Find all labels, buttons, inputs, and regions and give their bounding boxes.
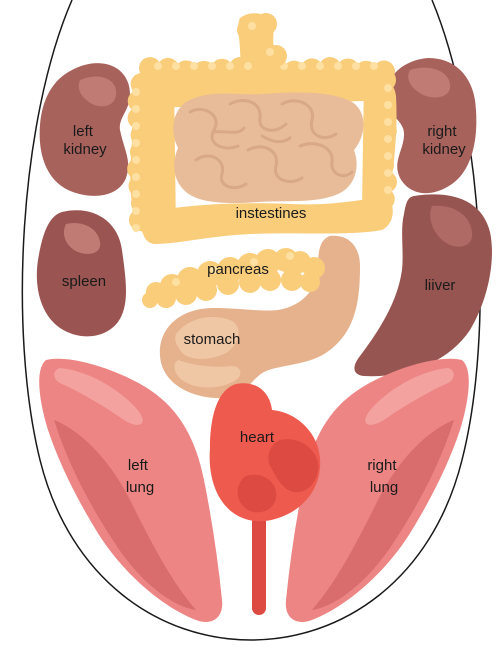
label-right-kidney-line-2: kidney <box>422 141 466 158</box>
label-right-lung-line-2: lung <box>370 479 398 496</box>
label-stomach: stomach <box>184 331 241 348</box>
label-heart: heart <box>240 429 275 446</box>
label-left-lung-line-1: left <box>128 457 149 474</box>
label-spleen: spleen <box>62 273 106 290</box>
label-left-lung-line-2: lung <box>126 479 154 496</box>
label-right-kidney: right kidney <box>422 123 466 158</box>
label-left-kidney-line-2: kidney <box>63 141 107 158</box>
label-right-lung-line-1: right <box>367 457 397 474</box>
label-pancreas: pancreas <box>207 261 269 278</box>
label-liver: liiver <box>425 277 456 294</box>
label-left-kidney-line-1: left <box>73 123 94 140</box>
label-intestines: instestines <box>236 205 307 222</box>
label-right-kidney-line-1: right <box>427 123 457 140</box>
